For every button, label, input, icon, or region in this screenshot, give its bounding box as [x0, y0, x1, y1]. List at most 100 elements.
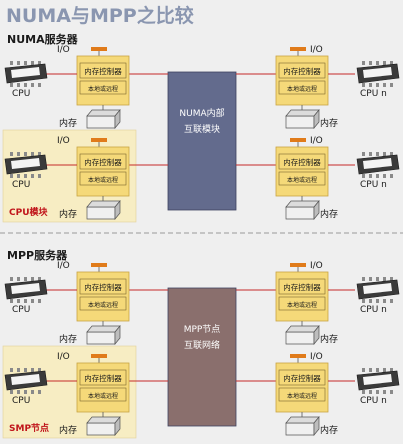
io-port — [290, 263, 306, 267]
memory-controller-label: 内存控制器 — [84, 282, 122, 292]
interconnect-hub — [167, 287, 237, 427]
page-title: NUMA与MPP之比较 — [6, 4, 194, 27]
io-port — [290, 47, 306, 51]
memory-controller-frame — [79, 278, 127, 295]
memory-module-icon — [86, 416, 121, 436]
local-remote-frame — [79, 387, 127, 402]
memory-controller-label: 内存控制器 — [283, 282, 321, 292]
mpp-section: MPP服务器MPP节点互联网络I/O内存控制器本地或远程内存CPUI/O内存控制… — [2, 248, 400, 439]
memory-module-icon — [285, 416, 320, 436]
cpu-chip-icon — [356, 277, 400, 303]
node-box-bg — [275, 362, 329, 413]
memory-label: 内存 — [59, 424, 77, 436]
local-remote-frame — [278, 171, 326, 186]
cpu-label: CPU — [12, 396, 30, 406]
memory-controller-label: 内存控制器 — [283, 66, 321, 76]
cpu-chip-icon — [4, 368, 48, 394]
node-box-bg — [275, 146, 329, 197]
memory-label: 内存 — [320, 117, 338, 129]
cpu-chip-icon — [4, 152, 48, 178]
memory-module-icon — [86, 109, 121, 129]
local-remote-frame — [79, 296, 127, 311]
memory-label: 内存 — [59, 208, 77, 220]
memory-controller-label: 内存控制器 — [84, 373, 122, 383]
cpu-label: CPU n — [360, 396, 387, 406]
memory-controller-frame — [79, 62, 127, 79]
memory-label: 内存 — [59, 333, 77, 345]
local-remote-frame — [278, 80, 326, 95]
local-remote-label: 本地或远程 — [88, 85, 118, 93]
cpu-label: CPU n — [360, 305, 387, 315]
node-box-bg — [76, 271, 130, 322]
memory-controller-label: 内存控制器 — [84, 157, 122, 167]
memory-label: 内存 — [320, 424, 338, 436]
hub-label-line-1: NUMA内部 — [179, 107, 224, 119]
local-remote-frame — [79, 171, 127, 186]
io-port — [91, 138, 107, 142]
memory-controller-frame — [278, 278, 326, 295]
cpu-chip-icon — [4, 277, 48, 303]
memory-controller-frame — [79, 153, 127, 170]
io-label: I/O — [310, 261, 323, 271]
io-port — [290, 354, 306, 358]
node-box-bg — [275, 55, 329, 106]
hub-label-line-2: 互联网络 — [184, 339, 220, 351]
cpu-label: CPU — [12, 180, 30, 190]
local-remote-frame — [278, 296, 326, 311]
memory-controller-frame — [79, 369, 127, 386]
local-remote-frame — [79, 80, 127, 95]
memory-label: 内存 — [320, 208, 338, 220]
memory-label: 内存 — [59, 117, 77, 129]
memory-module-icon — [86, 325, 121, 345]
local-remote-label: 本地或远程 — [287, 301, 317, 309]
cpu-chip-icon — [356, 152, 400, 178]
memory-module-icon — [285, 200, 320, 220]
memory-label: 内存 — [320, 333, 338, 345]
io-label: I/O — [57, 136, 70, 146]
cpu-chip-icon — [356, 368, 400, 394]
cpu-chip-icon — [356, 61, 400, 87]
cpu-label: CPU n — [360, 89, 387, 99]
node-box-bg — [76, 146, 130, 197]
local-remote-label: 本地或远程 — [287, 85, 317, 93]
io-label: I/O — [310, 352, 323, 362]
memory-controller-frame — [278, 369, 326, 386]
io-label: I/O — [57, 352, 70, 362]
hub-label-line-2: 互联模块 — [184, 123, 220, 135]
io-port — [91, 263, 107, 267]
io-label: I/O — [57, 261, 70, 271]
io-port — [91, 354, 107, 358]
local-remote-frame — [278, 387, 326, 402]
memory-controller-label: 内存控制器 — [283, 157, 321, 167]
node-box-bg — [76, 362, 130, 413]
io-port — [290, 138, 306, 142]
cpu-chip-icon — [4, 61, 48, 87]
highlight-module-label: SMP节点 — [9, 422, 49, 434]
io-label: I/O — [310, 136, 323, 146]
highlight-module-label: CPU模块 — [9, 206, 49, 218]
memory-controller-label: 内存控制器 — [283, 373, 321, 383]
node-box-bg — [275, 271, 329, 322]
local-remote-label: 本地或远程 — [88, 301, 118, 309]
memory-module-icon — [285, 109, 320, 129]
cpu-label: CPU n — [360, 180, 387, 190]
memory-module-icon — [285, 325, 320, 345]
node-box-bg — [76, 55, 130, 106]
cpu-label: CPU — [12, 305, 30, 315]
